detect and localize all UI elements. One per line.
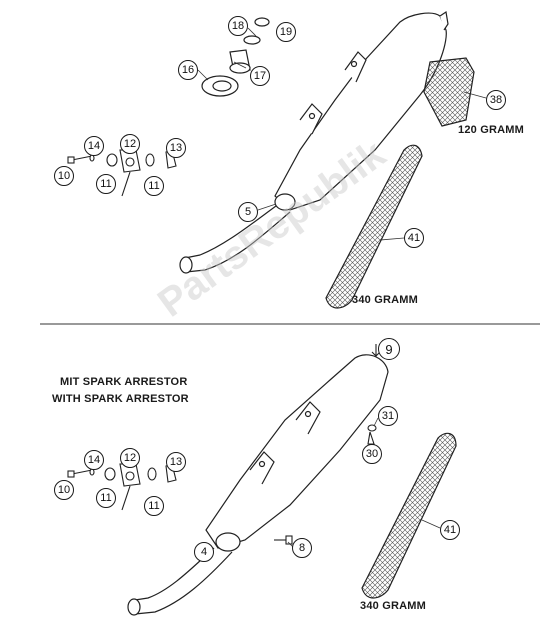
muffler-bottom (127, 354, 389, 616)
weight-label-41-bottom: 340 GRAMM (360, 600, 426, 612)
callout-9[interactable]: 9 (378, 338, 400, 360)
callout-13-top[interactable]: 13 (166, 138, 186, 158)
section-title-english: WITH SPARK ARRESTOR (52, 393, 189, 405)
callout-12-bottom[interactable]: 12 (120, 448, 140, 468)
muffler-top (179, 10, 449, 274)
callout-4[interactable]: 4 (194, 542, 214, 562)
silencer-insert-41-bottom (361, 432, 457, 599)
callout-14-top[interactable]: 14 (84, 136, 104, 156)
callout-18[interactable]: 18 (228, 16, 248, 36)
section-title-german: MIT SPARK ARRESTOR (60, 376, 188, 388)
callout-11-top-b[interactable]: 11 (144, 176, 164, 196)
callout-11-bottom-a[interactable]: 11 (96, 488, 116, 508)
callout-11-bottom-b[interactable]: 11 (144, 496, 164, 516)
callout-38[interactable]: 38 (486, 90, 506, 110)
callout-13-bottom[interactable]: 13 (166, 452, 186, 472)
bolt-assembly-bottom (67, 463, 177, 511)
callout-17[interactable]: 17 (250, 66, 270, 86)
silencer-insert-41-top (325, 144, 423, 309)
callout-12-top[interactable]: 12 (120, 134, 140, 154)
callout-16[interactable]: 16 (178, 60, 198, 80)
callout-11-top-a[interactable]: 11 (96, 174, 116, 194)
callout-41-top[interactable]: 41 (404, 228, 424, 248)
callout-31[interactable]: 31 (378, 406, 398, 426)
callout-10-top[interactable]: 10 (54, 166, 74, 186)
callout-5[interactable]: 5 (238, 202, 258, 222)
silencer-insert-38 (423, 57, 475, 127)
callout-10-bottom[interactable]: 10 (54, 480, 74, 500)
small-screws-bottom (274, 344, 381, 545)
weight-label-38: 120 GRAMM (458, 124, 524, 136)
callout-30[interactable]: 30 (362, 444, 382, 464)
callout-14-bottom[interactable]: 14 (84, 450, 104, 470)
callout-8[interactable]: 8 (292, 538, 312, 558)
seal-parts-top (201, 17, 270, 97)
weight-label-41-top: 340 GRAMM (352, 294, 418, 306)
callout-41-bottom[interactable]: 41 (440, 520, 460, 540)
callout-19[interactable]: 19 (276, 22, 296, 42)
